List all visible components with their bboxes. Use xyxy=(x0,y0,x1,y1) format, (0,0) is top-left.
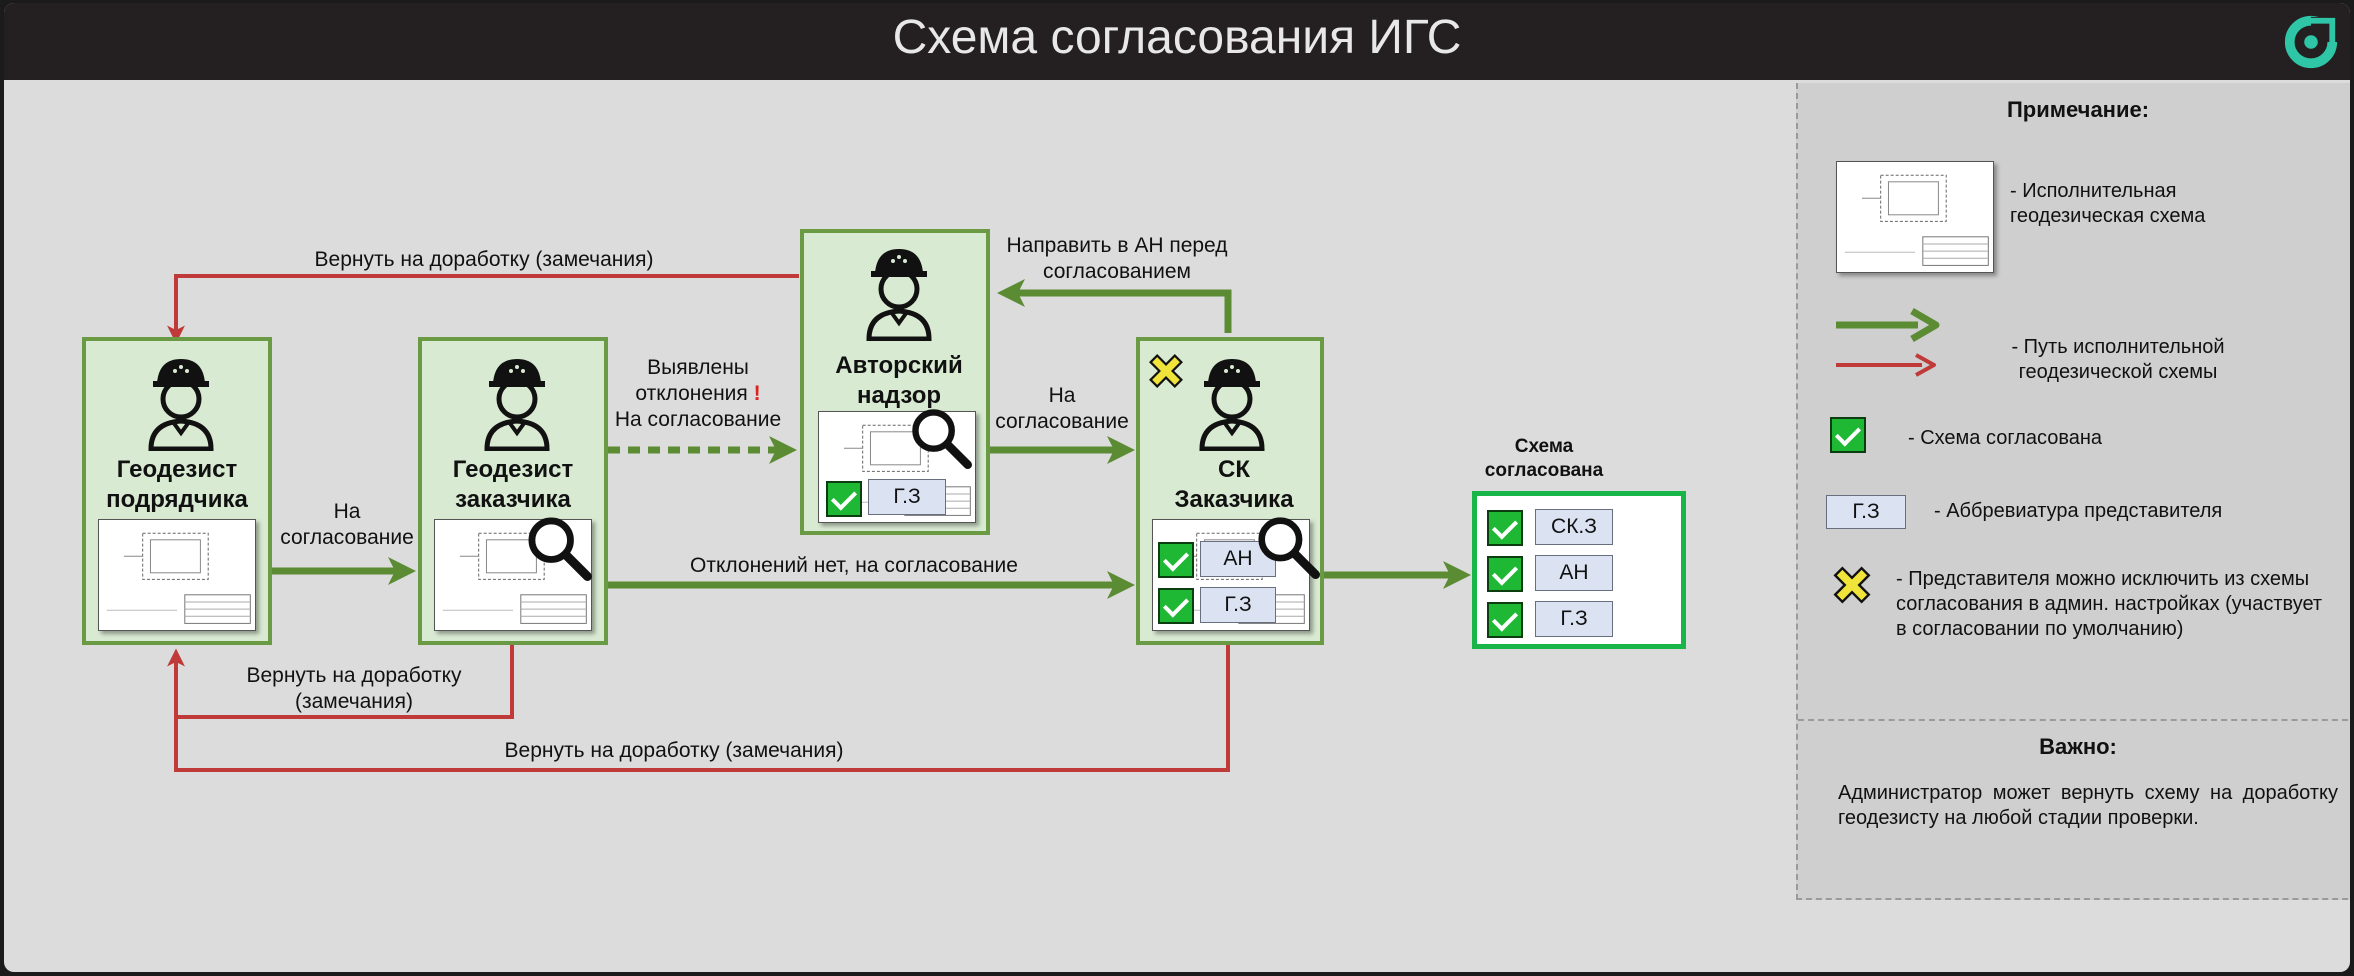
approved-schema: СК.З АН Г.З xyxy=(1472,491,1686,649)
drawing-sketch xyxy=(1844,174,1989,266)
actor-customer-geodesist: Геодезист заказчика xyxy=(418,337,608,645)
representative-chip: АН xyxy=(1535,555,1613,591)
worker-icon xyxy=(866,249,932,341)
path-arrows-icon xyxy=(1836,307,1940,377)
label-to-approval-1: На согласование xyxy=(280,500,414,549)
legend-item-path: - Путь исполнительной геодезической схем… xyxy=(2011,336,2225,383)
approved-check-icon xyxy=(1487,556,1523,592)
actor-contractor-geodesist: Геодезист подрядчика xyxy=(82,337,272,645)
green-check-icon xyxy=(1830,417,1866,453)
slide: Схема согласования ИГС Вернут xyxy=(4,3,2350,972)
drawing-sketch xyxy=(106,532,251,624)
notes-title: Примечание: xyxy=(2006,97,2150,122)
document-thumbnail xyxy=(98,519,256,631)
approved-check-icon xyxy=(1487,510,1523,546)
actor-name: Авторский надзор xyxy=(835,352,963,409)
important-text: Администратор может вернуть схему на дор… xyxy=(1838,782,2338,829)
worker-icon xyxy=(148,359,214,451)
deviations-text: Выявлены отклонения xyxy=(635,356,749,405)
representative-chip: АН xyxy=(1200,541,1276,577)
notes-divider xyxy=(1798,719,2350,721)
notes-panel: Примечание: - Исполнительная геодезическ… xyxy=(1796,83,2350,900)
yellow-x-icon xyxy=(1833,566,1871,604)
actor-name: Геодезист подрядчика xyxy=(106,456,248,513)
arrow-return-bottom xyxy=(174,643,1230,772)
actor-name: Геодезист заказчика xyxy=(452,456,574,513)
document-thumbnail-icon xyxy=(1836,161,1994,273)
approved-check-icon xyxy=(1487,602,1523,638)
approved-check-icon xyxy=(1158,542,1194,578)
warning-icon: ! xyxy=(753,382,761,405)
flow-arrows xyxy=(167,274,1471,772)
logo-icon xyxy=(2284,15,2340,69)
arrow-sk-to-an xyxy=(997,279,1232,333)
important-title: Важно: xyxy=(2039,734,2117,759)
yellow-x-icon xyxy=(1149,354,1183,388)
representative-chip: Г.З xyxy=(1535,601,1613,637)
legend-item-schema: - Исполнительная геодезическая схема xyxy=(2010,180,2206,227)
actor-name: СК Заказчика xyxy=(1174,456,1294,513)
representative-chip: Г.З xyxy=(1200,587,1276,623)
magnifier-icon xyxy=(528,517,592,581)
label-send-to-an: Направить в АН перед согласованием xyxy=(1006,234,1228,283)
label-return-bottom: Вернуть на доработку (замечания) xyxy=(504,739,844,762)
magnifier-icon xyxy=(912,409,972,469)
abbreviation-chip: Г.З xyxy=(1826,495,1906,529)
legend-item-approved: - Схема согласована xyxy=(1908,427,2103,449)
worker-icon xyxy=(484,359,550,451)
title-bar: Схема согласования ИГС xyxy=(4,3,2350,80)
page-title: Схема согласования ИГС xyxy=(892,11,1462,64)
label-to-approval-2: На согласование xyxy=(995,384,1129,433)
approved-check-icon xyxy=(1158,588,1194,624)
worker-icon xyxy=(1199,359,1265,451)
legend-item-abbreviation: - Аббревиатура представителя xyxy=(1934,500,2223,522)
arrow-return-top xyxy=(167,274,799,344)
label-no-deviations: Отклонений нет, на согласование xyxy=(690,554,1018,577)
label-return-top: Вернуть на доработку (замечания) xyxy=(314,248,654,271)
actor-customer-sk: СК Заказчика АН Г.З xyxy=(1136,337,1324,645)
arrow-return-mid xyxy=(167,643,514,719)
approved-check-icon xyxy=(826,481,862,517)
result-title: Схема согласована xyxy=(1484,436,1604,481)
label-return-mid: Вернуть на доработку (замечания) xyxy=(246,664,462,713)
actor-author-supervision: Авторский надзор Г.З xyxy=(800,229,990,535)
deviations-line-1: Выявлены отклонения ! xyxy=(612,355,784,407)
representative-chip: СК.З xyxy=(1535,509,1613,545)
representative-chip: Г.З xyxy=(868,479,946,515)
deviations-line-2: На согласование xyxy=(614,408,782,431)
label-deviations: Выявлены отклонения ! На согласование xyxy=(612,355,784,433)
legend-item-exclude: - Представителя можно исключить из схемы… xyxy=(1896,568,2323,640)
magnifier-icon xyxy=(1258,517,1320,579)
